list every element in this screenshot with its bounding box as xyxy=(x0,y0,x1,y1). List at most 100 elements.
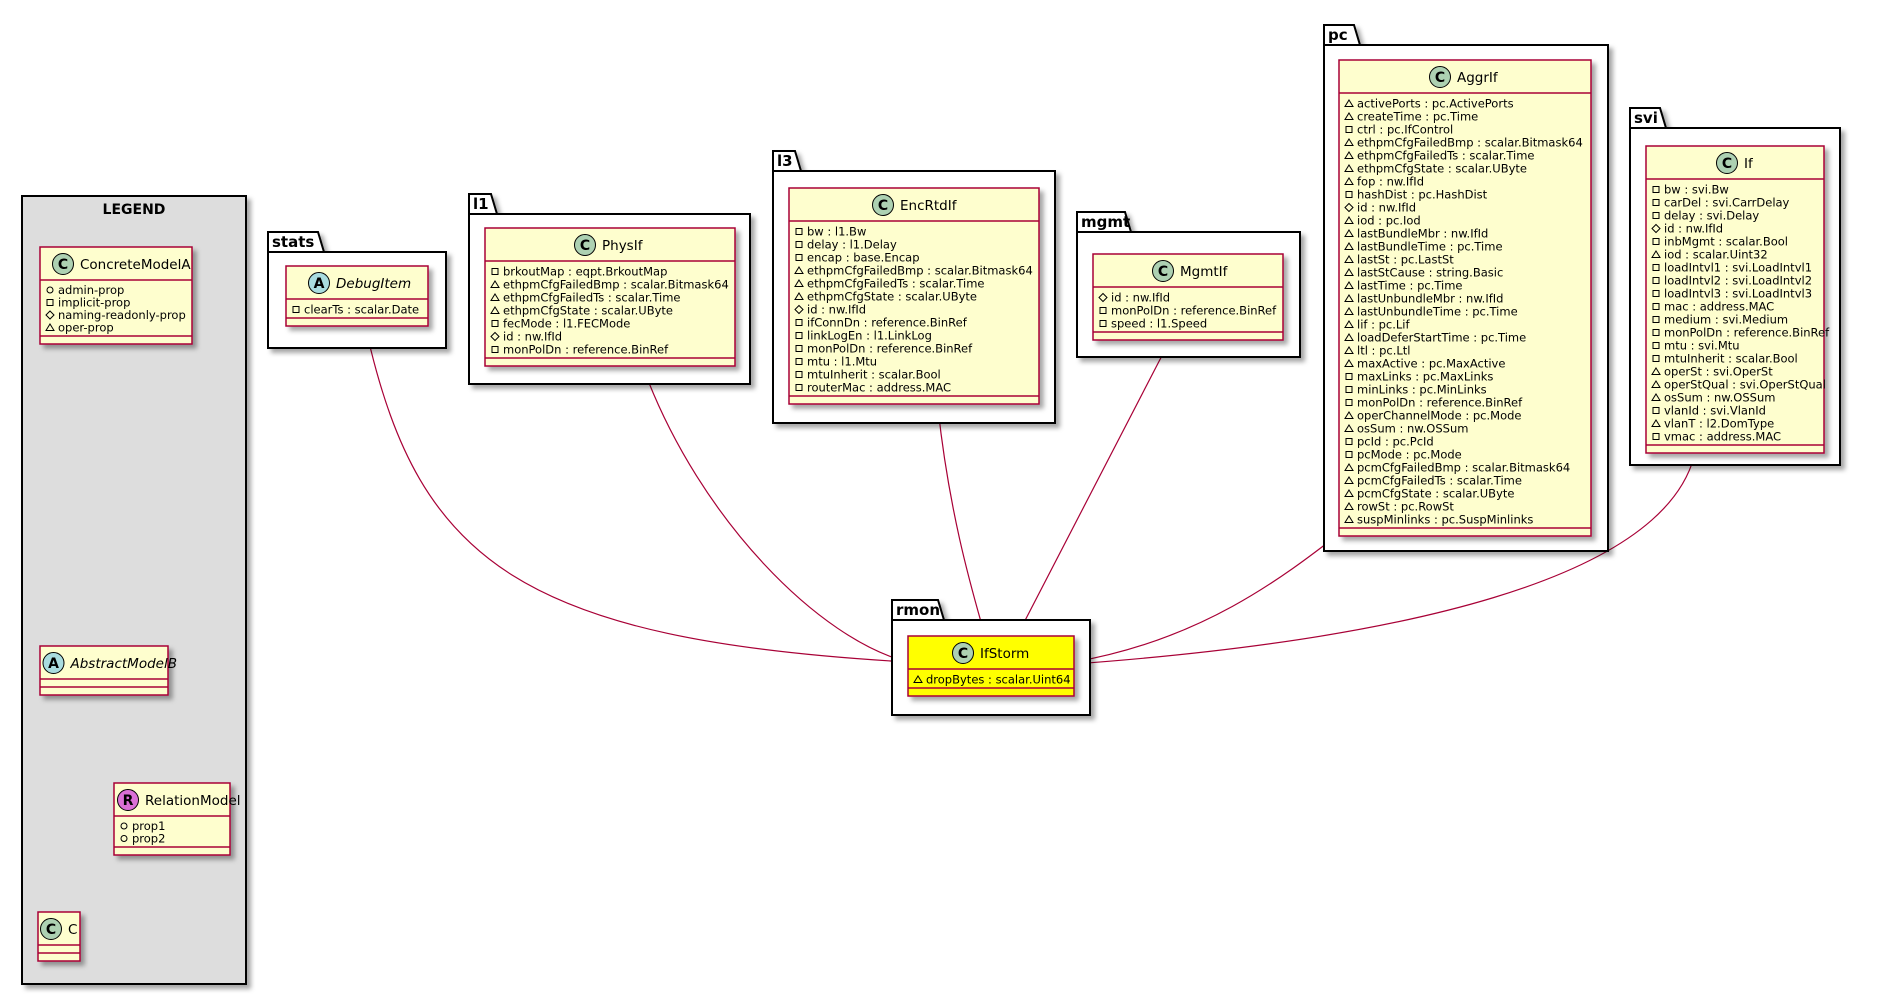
property-text: osSum : nw.OSSum xyxy=(1664,391,1775,405)
generalization-edge xyxy=(367,337,909,663)
visibility-package-icon xyxy=(1344,164,1354,172)
class-name: If xyxy=(1744,156,1754,172)
composition-edge-physif xyxy=(643,369,909,663)
visibility-package-icon xyxy=(1651,380,1661,388)
legend-title: LEGEND xyxy=(103,202,166,218)
property-text: ethpmCfgState : scalar.UByte xyxy=(807,290,977,304)
property-row: bw : l1.Bw xyxy=(795,225,866,239)
property-text: operChannelMode : pc.Mode xyxy=(1357,409,1521,423)
visibility-private-icon xyxy=(1099,320,1107,327)
property-text: mac : address.MAC xyxy=(1664,300,1774,314)
property-text: ethpmCfgFailedBmp : scalar.Bitmask64 xyxy=(503,278,729,292)
visibility-private-icon xyxy=(1345,451,1353,458)
property-row: operSt : svi.OperSt xyxy=(1651,365,1773,379)
visibility-package-icon xyxy=(1344,177,1354,185)
stereotype-letter: C xyxy=(580,238,590,254)
property-text: ethpmCfgFailedTs : scalar.Time xyxy=(503,291,681,305)
property-text: loadIntvl3 : svi.LoadIntvl3 xyxy=(1664,287,1812,301)
visibility-private-icon xyxy=(1652,407,1660,414)
visibility-public-icon xyxy=(120,835,128,842)
visibility-private-icon xyxy=(292,306,300,313)
visibility-private-icon xyxy=(1345,399,1353,406)
property-text: prop2 xyxy=(132,832,165,846)
visibility-package-icon xyxy=(490,306,500,314)
property-row: lastTime : pc.Time xyxy=(1344,279,1463,293)
property-row: ethpmCfgFailedTs : scalar.Time xyxy=(794,277,985,291)
property-text: ltl : pc.Ltl xyxy=(1357,344,1410,358)
visibility-private-icon xyxy=(1652,342,1660,349)
property-row: mtuInherit : scalar.Bool xyxy=(795,368,941,382)
property-row: lastUnbundleMbr : nw.IfId xyxy=(1344,292,1503,306)
property-row: activePorts : pc.ActivePorts xyxy=(1344,97,1514,111)
property-row: lif : pc.Lif xyxy=(1344,318,1411,332)
visibility-package-icon xyxy=(1344,229,1354,237)
visibility-private-icon xyxy=(1099,307,1107,314)
property-row: bw : svi.Bw xyxy=(1652,183,1729,197)
property-text: oper-prop xyxy=(58,321,114,335)
visibility-package-icon xyxy=(1344,294,1354,302)
property-text: id : nw.IfId xyxy=(503,330,562,344)
property-row: ethpmCfgFailedBmp : scalar.Bitmask64 xyxy=(1344,136,1583,150)
stereotype-letter: C xyxy=(878,198,888,214)
property-row: pcmCfgFailedBmp : scalar.Bitmask64 xyxy=(1344,461,1570,475)
property-row: lastBundleTime : pc.Time xyxy=(1344,240,1503,254)
package-name: rmon xyxy=(896,601,940,619)
property-text: lastUnbundleMbr : nw.IfId xyxy=(1357,292,1503,306)
class-encrtdif-box xyxy=(788,187,1040,405)
class-aggrif-box xyxy=(1338,59,1592,537)
property-row: iod : scalar.Uint32 xyxy=(1651,248,1768,262)
composition-edge-mgmtif xyxy=(1016,343,1169,637)
class-mgmtif-box xyxy=(1092,253,1284,341)
property-row: monPolDn : reference.BinRef xyxy=(1345,396,1523,410)
stereotype-letter: C xyxy=(46,922,56,938)
property-row: speed : l1.Speed xyxy=(1099,317,1207,331)
property-row: ethpmCfgState : scalar.UByte xyxy=(794,290,977,304)
property-row: encap : base.Encap xyxy=(795,251,920,265)
property-text: loadDeferStartTime : pc.Time xyxy=(1357,331,1526,345)
property-row: ethpmCfgState : scalar.UByte xyxy=(490,304,673,318)
visibility-private-icon xyxy=(795,345,803,352)
visibility-package-icon xyxy=(1344,489,1354,497)
property-row: osSum : nw.OSSum xyxy=(1344,422,1468,436)
visibility-private-icon xyxy=(1652,238,1660,245)
visibility-private-icon xyxy=(1345,373,1353,380)
class-name: AbstractModelB xyxy=(70,656,177,672)
property-text: dropBytes : scalar.Uint64 xyxy=(926,673,1071,687)
property-row: id : nw.IfId xyxy=(1098,291,1170,305)
stereotype-C-icon: C xyxy=(40,918,62,940)
stereotype-letter: C xyxy=(1435,70,1445,86)
visibility-private-icon xyxy=(1652,316,1660,323)
property-text: mtu : svi.Mtu xyxy=(1664,339,1740,353)
visibility-private-icon xyxy=(1652,290,1660,297)
property-text: ethpmCfgFailedTs : scalar.Time xyxy=(1357,149,1535,163)
property-row: monPolDn : reference.BinRef xyxy=(491,343,669,357)
property-row: clearTs : scalar.Date xyxy=(292,303,419,317)
class-name: PhysIf xyxy=(602,238,644,254)
property-row: fop : nw.IfId xyxy=(1344,175,1424,189)
property-row: inbMgmt : scalar.Bool xyxy=(1652,235,1788,249)
property-text: loadIntvl1 : svi.LoadIntvl1 xyxy=(1664,261,1812,275)
property-row: id : nw.IfId xyxy=(794,303,866,317)
property-row: loadIntvl1 : svi.LoadIntvl1 xyxy=(1652,261,1812,275)
property-text: mtuInherit : scalar.Bool xyxy=(807,368,941,382)
stereotype-C-icon: C xyxy=(1152,260,1174,282)
visibility-protected-icon xyxy=(794,304,804,315)
visibility-package-icon xyxy=(1344,307,1354,315)
visibility-private-icon xyxy=(1652,355,1660,362)
visibility-package-icon xyxy=(1344,476,1354,484)
package-name: svi xyxy=(1634,109,1658,127)
visibility-private-icon xyxy=(795,241,803,248)
property-text: ethpmCfgState : scalar.UByte xyxy=(503,304,673,318)
property-row: suspMinlinks : pc.SuspMinlinks xyxy=(1344,513,1533,527)
property-text: loadIntvl2 : svi.LoadIntvl2 xyxy=(1664,274,1812,288)
package-name: l1 xyxy=(473,195,489,213)
property-text: admin-prop xyxy=(58,283,124,297)
property-row: osSum : nw.OSSum xyxy=(1651,391,1775,405)
property-text: medium : svi.Medium xyxy=(1664,313,1788,327)
visibility-private-icon xyxy=(1345,191,1353,198)
